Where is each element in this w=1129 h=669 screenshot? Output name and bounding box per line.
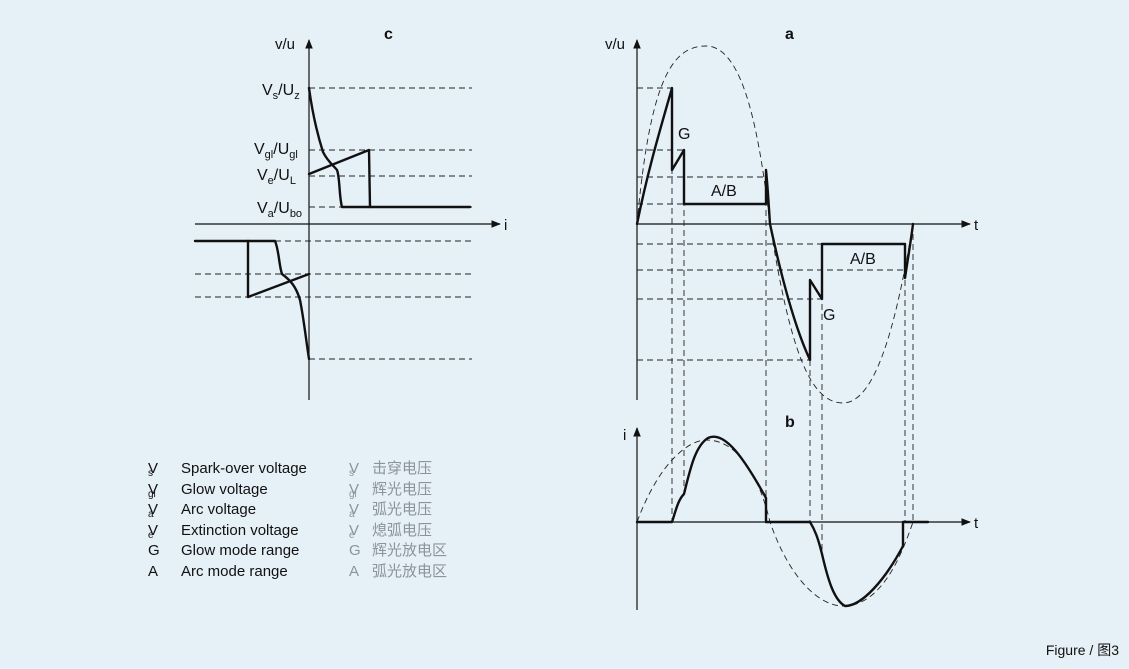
legend-symbol-zh: A (349, 562, 360, 580)
legend-symbol: A (148, 562, 159, 580)
voltage-waveform-negative (768, 222, 915, 362)
legend-chinese: 击穿电压 (372, 460, 433, 477)
legend-chinese: 弧光电压 (372, 501, 433, 518)
panel-a-t-label: t (974, 217, 979, 234)
panel-b-i-label: i (623, 427, 626, 444)
legend-english: Arc mode range (181, 562, 288, 580)
figure-caption: Figure / 图3 (1045, 642, 1119, 658)
legend-symbol-zh: G (349, 542, 361, 559)
panel-a-label: a (785, 26, 794, 43)
legend-english: Arc voltage (181, 501, 257, 518)
legend-chinese: 弧光放电区 (372, 562, 448, 580)
current-waveform-positive (635, 435, 768, 524)
panel-c-i-label: i (504, 217, 507, 234)
legend-symbol: G (148, 542, 160, 559)
voltage-waveform-positive (635, 86, 772, 226)
panel-b: b i t (623, 414, 979, 610)
panel-b-label: b (785, 414, 795, 431)
arc-label-negative: A/B (850, 251, 876, 268)
legend-chinese: 辉光电压 (372, 480, 433, 498)
legend-chinese: 辉光放电区 (372, 542, 448, 559)
panel-c-vu-label: v/u (275, 36, 295, 53)
glow-label-positive: G (678, 126, 690, 143)
negative-characteristic-curve (193, 239, 311, 361)
legend-chinese: 熄弧电压 (372, 521, 433, 539)
glow-region-line-negative (246, 239, 311, 299)
panel-c: c v/u i Vs/Uz Vgl/Ugl Ve/UL Va/Ubo (193, 26, 507, 400)
label-vgl-ugl: Vgl/Ugl (254, 141, 298, 161)
panel-a: a v/u t G A/B A/B G (605, 26, 979, 555)
glow-region-line-positive (307, 148, 372, 209)
arc-label-positive: A/B (711, 183, 737, 200)
label-ve-ul: Ve/UL (257, 167, 296, 187)
panel-a-vu-label: v/u (605, 36, 625, 53)
glow-label-negative: G (823, 307, 835, 324)
legend-english: Glow mode range (181, 542, 300, 559)
panel-b-t-label: t (974, 515, 979, 532)
positive-characteristic-curve (307, 86, 472, 209)
legend-english: Spark-over voltage (181, 460, 307, 477)
panel-c-label: c (384, 26, 393, 43)
label-vs-uz: Vs/Uz (262, 82, 300, 102)
legend-english: Glow voltage (181, 480, 268, 498)
legend-english: Extinction voltage (181, 521, 299, 539)
label-va-ubo: Va/Ubo (257, 200, 302, 220)
current-waveform-negative (764, 520, 930, 608)
